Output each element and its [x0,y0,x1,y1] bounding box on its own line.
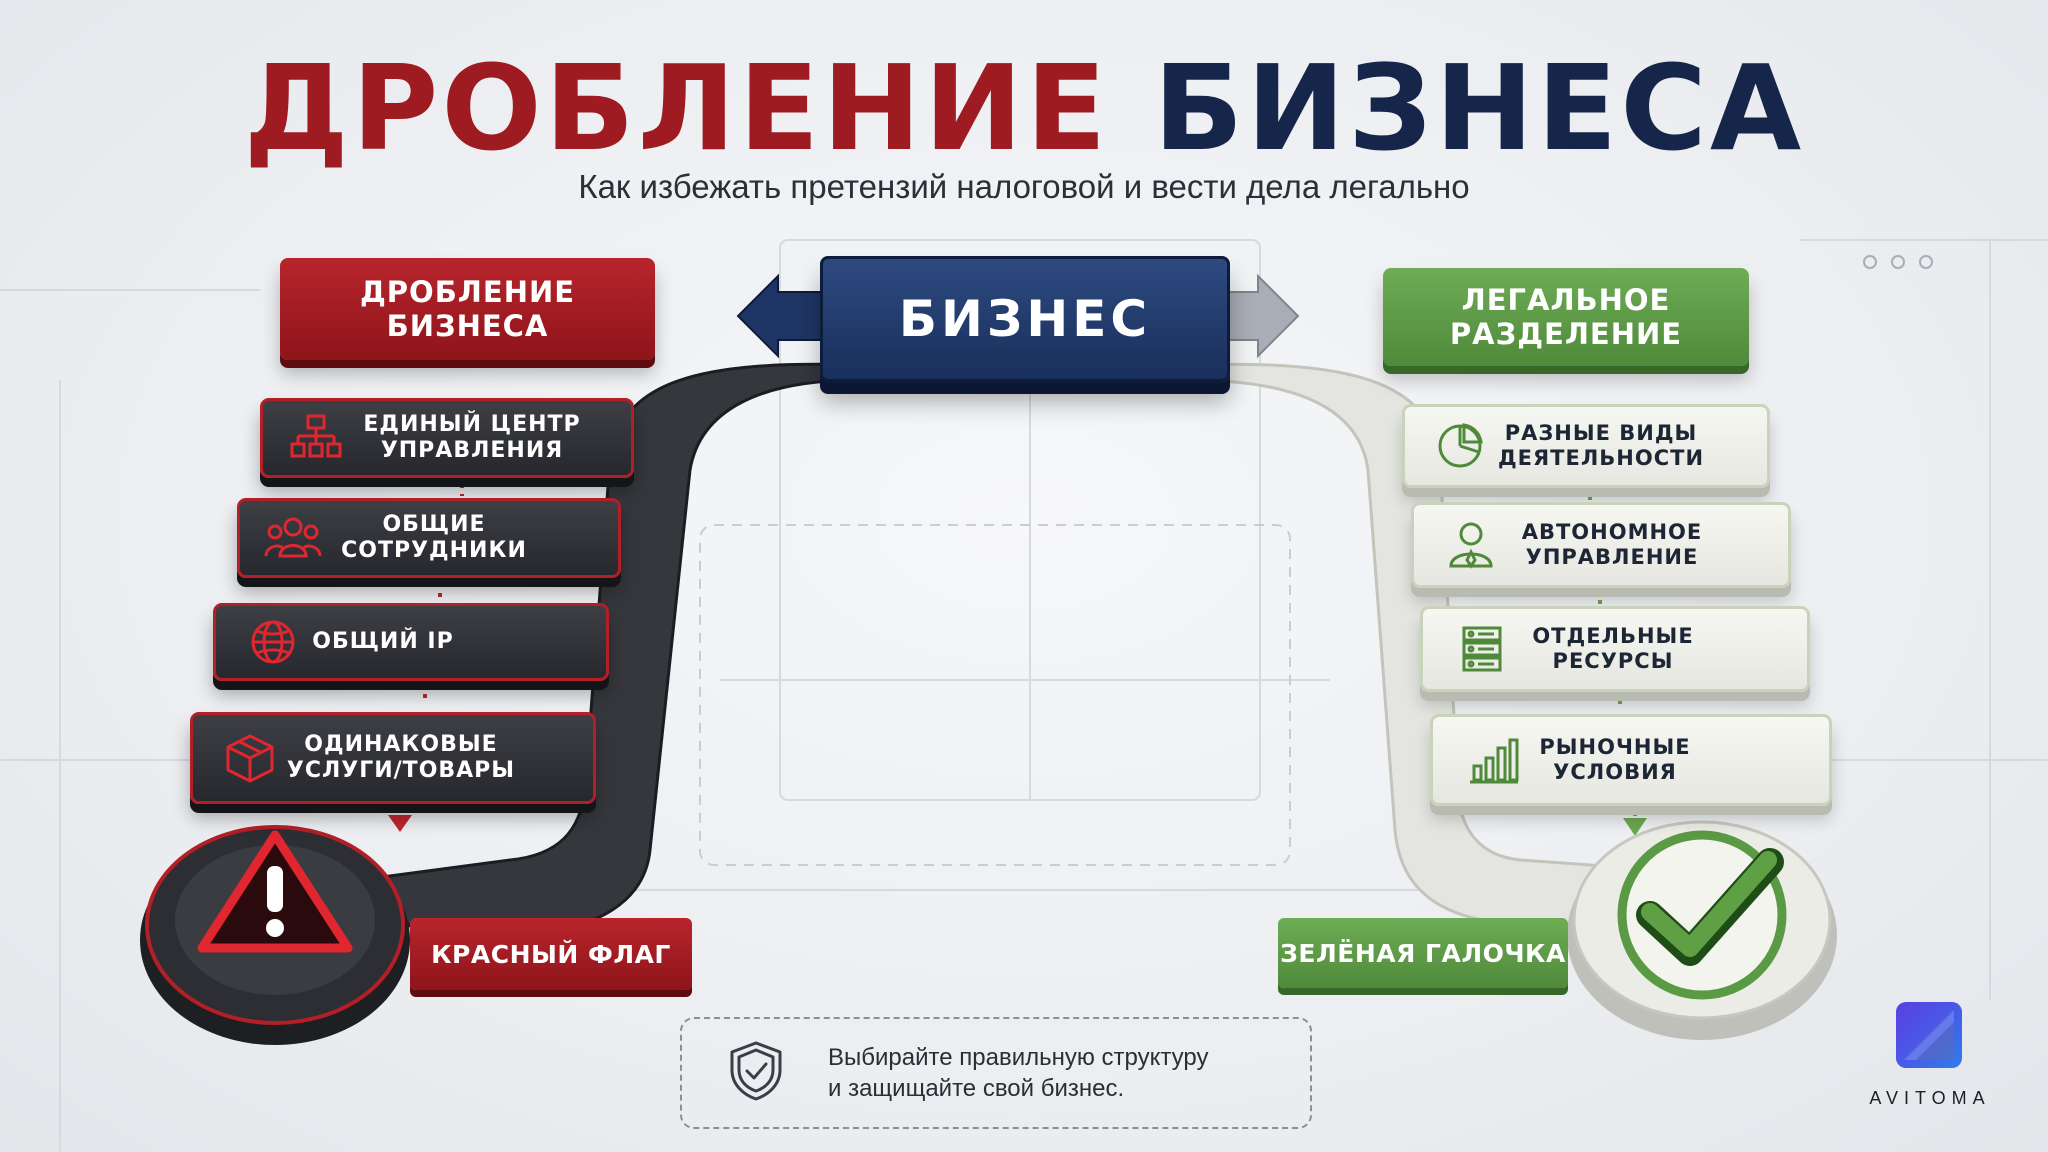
green-check-badge: ЗЕЛЁНАЯ ГАЛОЧКА [1278,918,1568,988]
arrow-left-icon [736,273,823,359]
shield-check-icon [728,1040,788,1106]
advice-line-1: Выбирайте правильную структуру [828,1044,1209,1071]
bar-chart-icon [1463,729,1525,791]
left-item-same-goods: ОДИНАКОВЫЕ УСЛУГИ/ТОВАРЫ [190,712,596,804]
left-item-shared-ip: ОБЩИЙ IP [213,603,609,681]
org-chart-icon [285,407,347,469]
left-item-control-center: ЕДИНЫЙ ЦЕНТР УПРАВЛЕНИЯ [260,398,634,478]
left-branch-header: ДРОБЛЕНИЕ БИЗНЕСА [280,258,655,360]
center-business-box: БИЗНЕС [820,256,1230,382]
red-flag-badge: КРАСНЫЙ ФЛАГ [410,918,692,990]
title-part-red: ДРОБЛЕНИЕ [243,39,1110,177]
right-item-autonomous-management: АВТОНОМНОЕ УПРАВЛЕНИЕ [1411,502,1791,588]
left-item-shared-staff: ОБЩИЕ СОТРУДНИКИ [237,498,621,578]
right-branch-header: ЛЕГАЛЬНОЕ РАЗДЕЛЕНИЕ [1383,268,1749,366]
people-group-icon [262,507,324,569]
decorative-dots [1863,255,1933,269]
advice-note: Выбирайте правильную структуру и защищай… [680,1017,1312,1129]
person-icon [1440,514,1502,576]
page-title: ДРОБЛЕНИЕ БИЗНЕСА [0,48,2048,168]
globe-icon [242,611,304,673]
server-icon [1451,618,1513,680]
brand-name: AVITOMA [1869,1088,1991,1108]
right-item-market-conditions: РЫНОЧНЫЕ УСЛОВИЯ [1430,714,1832,806]
arrow-right-icon [1225,273,1300,359]
pie-chart-icon [1429,415,1491,477]
green-check-disc [1567,820,1837,1040]
page-subtitle: Как избежать претензий налоговой и вести… [578,168,1470,205]
red-flag-disc [140,825,410,1045]
checkmark-icon [1641,851,1777,957]
box-icon [219,727,281,789]
title-part-navy: БИЗНЕСА [1153,39,1805,177]
right-item-activity-types: РАЗНЫЕ ВИДЫ ДЕЯТЕЛЬНОСТИ [1402,404,1770,488]
avitoma-logo [1896,1002,1962,1068]
advice-line-2: и защищайте свой бизнес. [828,1075,1125,1102]
right-item-separate-resources: ОТДЕЛЬНЫЕ РЕСУРСЫ [1420,606,1810,692]
